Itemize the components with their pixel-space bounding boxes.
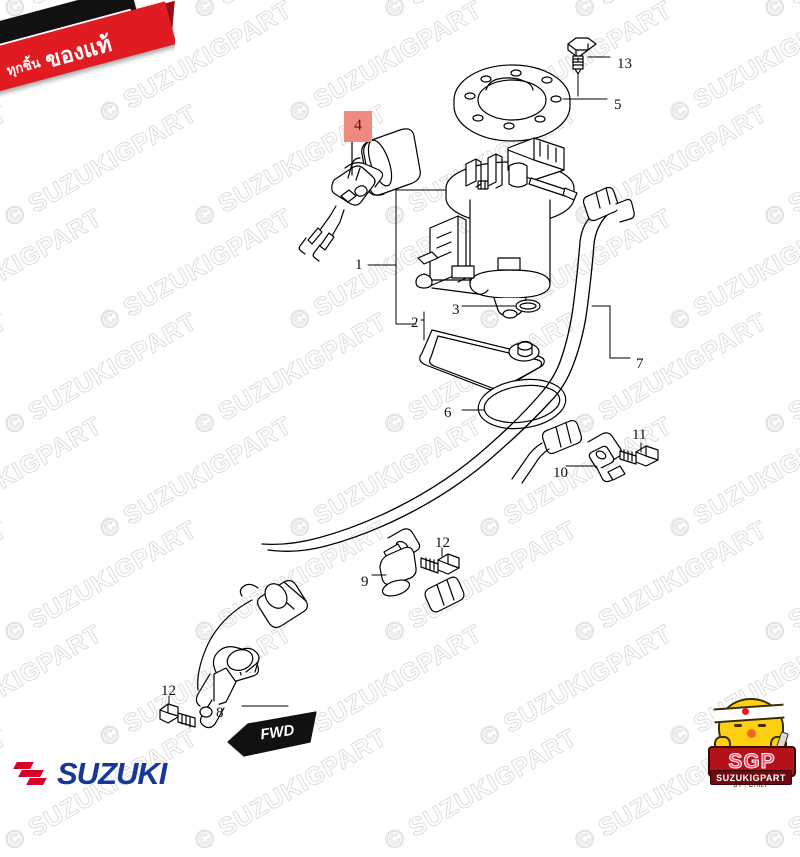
mascot-eye-left-icon: [734, 724, 742, 727]
callout-number-4: 4: [344, 111, 372, 142]
suzuki-s-emblem-icon: [13, 759, 48, 789]
genuine-parts-badge: ทุกชิ้น ของแท้: [0, 0, 175, 98]
callout-number-13: 13: [617, 56, 632, 72]
callout-number-8: 8: [216, 705, 224, 721]
suzukigpart-shop-logo: SGP SUZUKIGPART BY : CHILI: [706, 696, 796, 792]
mascot-beak-icon: [747, 729, 756, 738]
technical-line-drawing: FWD: [159, 37, 659, 757]
part-7-fuel-hose: [197, 186, 635, 691]
callout-number-3: 3: [452, 302, 460, 318]
sgp-name-strip: SUZUKIGPART: [710, 770, 792, 785]
part-3-o-ring-small: [515, 299, 541, 313]
callout-number-1: 1: [355, 257, 363, 273]
part-11-bolt-upper-clamp: [619, 445, 659, 467]
part-10-hose-clamp-upper: [587, 432, 626, 483]
sgp-shop-name: SUZUKIGPART: [716, 772, 786, 783]
sgp-tagline: BY : CHILI: [733, 783, 767, 789]
part-13-bolt: [567, 37, 597, 75]
part-4-fuel-pump-motor: [298, 128, 421, 262]
suzuki-wordmark: SUZUKI: [57, 756, 167, 791]
part-12-bolt-lower: [159, 703, 196, 728]
callout-number-9: 9: [361, 574, 369, 590]
callout-number-6: 6: [444, 405, 452, 421]
callout-number-12: 12: [435, 535, 450, 551]
mascot-eye-right-icon: [758, 724, 766, 727]
part-12-bolt-upper: [420, 553, 460, 575]
callout-number-11: 11: [632, 427, 647, 443]
callout-number-7: 7: [636, 356, 644, 372]
direction-marker-fwd: [227, 711, 317, 757]
part-5-flange-plate: [453, 64, 571, 142]
part-6-o-ring-large: [477, 378, 567, 430]
callout-number-5: 5: [614, 97, 622, 113]
suzuki-logo: SUZUKI: [13, 756, 167, 792]
callout-number-2: 2: [411, 315, 419, 331]
callout-number-10: 10: [553, 465, 568, 481]
fwd-label: FWD: [259, 722, 295, 744]
badge-text-line1: ทุกชิ้น: [5, 55, 43, 79]
sgp-initials: SGP: [728, 749, 776, 773]
part-1-fuel-pump-assembly: [415, 137, 578, 319]
part-8-hose-bracket-lower: [195, 646, 260, 729]
part-9-hose-clamp-bracket: [379, 528, 421, 597]
callout-number-12: 12: [161, 683, 176, 699]
